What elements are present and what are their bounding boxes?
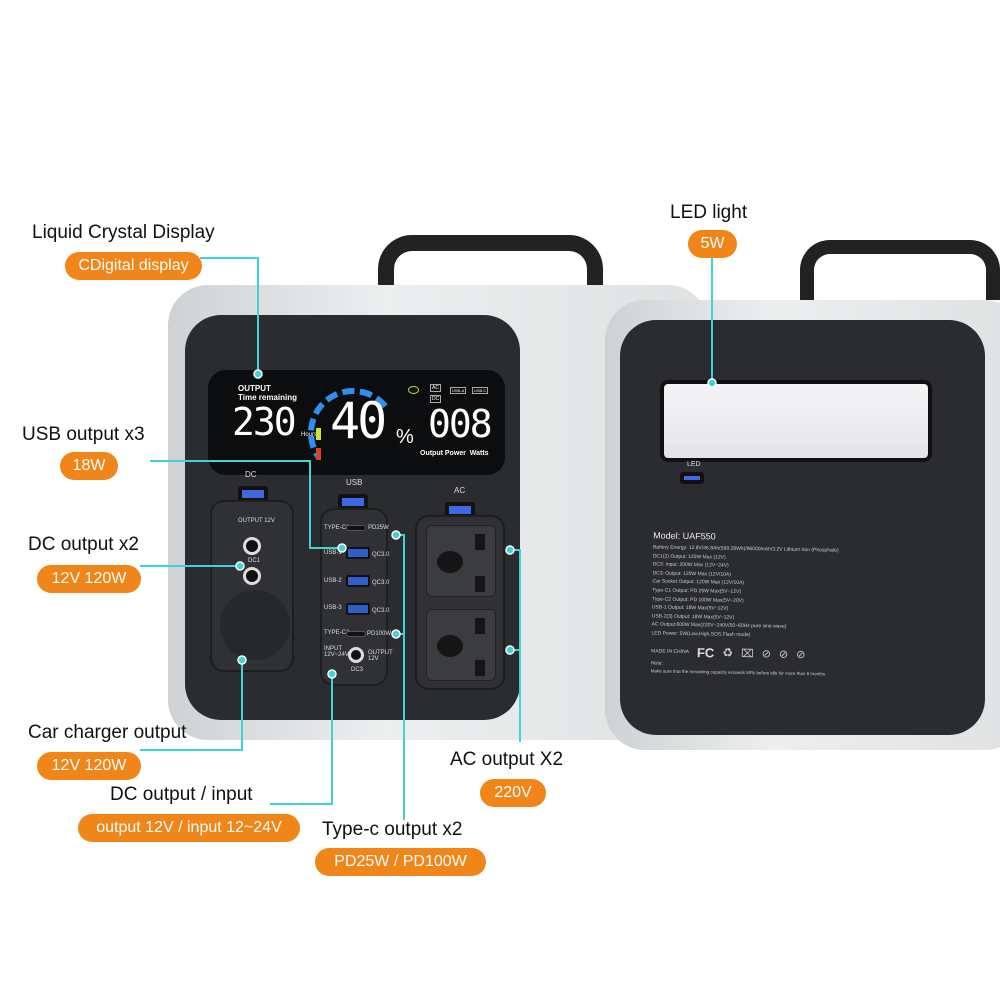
usb-callout-badge: 18W (60, 452, 118, 480)
led-callout-title: LED light (670, 202, 748, 223)
lcd-callout-badge: CDigital display (65, 252, 202, 280)
lcd-output-label: OUTPUT (238, 384, 271, 393)
lcd-leader (200, 257, 259, 374)
usb1-spec: QC3.0 (372, 552, 390, 558)
dc-panel-title: DC (245, 470, 257, 479)
dc-output-label: OUTPUT 12V (238, 518, 275, 524)
dc2-port[interactable] (243, 567, 261, 585)
lcd-indicator-ac: AC (430, 384, 441, 392)
car-callout-badge: 12V 120W (37, 752, 141, 780)
dc3-port[interactable] (348, 647, 364, 663)
lcd-hours-unit: Hours (301, 432, 318, 438)
lcd-callout-title: Liquid Crystal Display (32, 222, 215, 243)
type-c1-spec: PD25W (368, 525, 389, 531)
type-c2-spec: PD100W (367, 631, 392, 637)
lcd-hours-value: 230 (232, 400, 297, 444)
led-light-panel (660, 380, 932, 462)
usb3-spec: QC3.0 (372, 608, 390, 614)
lcd-battery-percent: 40 (330, 392, 387, 450)
type-c2-label: TYPE-C2 (324, 630, 350, 636)
ac-socket-1[interactable] (426, 525, 496, 597)
lcd-power-label: Output Power Watts (420, 450, 489, 457)
led-callout-badge: 5W (688, 230, 737, 258)
led-label: LED (687, 461, 701, 468)
lcd-power-value: 008 (428, 402, 493, 446)
ac-panel (415, 515, 505, 690)
usb2-label: USB-2 (324, 578, 342, 584)
usb-callout-title: USB output x3 (22, 424, 145, 445)
usb-panel: TYPE-C1 PD25W USB-1 QC3.0 USB-2 QC3.0 US… (320, 508, 393, 686)
type-c2-port[interactable] (346, 631, 366, 637)
typec-callout-title: Type-c output x2 (322, 819, 463, 840)
dc-dot (235, 561, 245, 571)
dcio-dot (327, 669, 337, 679)
lcd-indicator-dc: DC (430, 395, 442, 403)
usb-panel-title: USB (346, 478, 363, 487)
led-switch[interactable] (680, 472, 704, 484)
dc-callout-badge: 12V 120W (37, 565, 141, 593)
dcio-callout-title: DC output / input (110, 784, 253, 805)
usb-leader (150, 460, 342, 549)
car-charger-socket[interactable] (220, 590, 290, 660)
typec1-dot (391, 530, 401, 540)
car-leader (140, 660, 243, 751)
ac-panel-title: AC (454, 486, 466, 495)
back-handle (800, 240, 1000, 300)
ac-socket-2[interactable] (426, 609, 496, 681)
lcd-display: OUTPUT Time remaining 230 Hours 40 % AC … (208, 370, 505, 486)
lcd-time-label: Time remaining (238, 393, 297, 402)
ac-callout-badge: 220V (480, 779, 546, 807)
car-callout-title: Car charger output (28, 722, 187, 743)
ac2-dot (505, 645, 515, 655)
usb1-label: USB-1 (324, 550, 342, 556)
dcio-callout-badge: output 12V / input 12~24V (78, 814, 300, 842)
usb3-port[interactable] (346, 603, 370, 615)
lcd-dot (253, 369, 263, 379)
car-dot (237, 655, 247, 665)
type-c1-label: TYPE-C1 (324, 525, 350, 531)
type-c1-port[interactable] (346, 525, 366, 531)
usb2-port[interactable] (346, 575, 370, 587)
lcd-percent-sign: % (396, 426, 414, 448)
ac-callout-title: AC output X2 (450, 749, 564, 770)
led-dot (707, 378, 717, 388)
back-unit: LED Model: UAF550 Battery Energy: 12.8V/… (605, 230, 1000, 760)
typec-callout-badge: PD25W / PD100W (315, 848, 486, 876)
usb1-port[interactable] (346, 547, 370, 559)
eco-indicator-icon (408, 386, 419, 394)
usb-dot (337, 543, 347, 553)
usb3-label: USB-3 (324, 605, 342, 611)
lcd-indicator-usbc: USB-C (472, 387, 489, 394)
dc1-label: DC1 (248, 558, 261, 564)
typec-leader (396, 534, 405, 820)
dc-callout-title: DC output x2 (28, 534, 139, 555)
typec2-dot (391, 629, 401, 639)
dcio-leader (270, 674, 333, 805)
dc1-port[interactable] (243, 537, 261, 555)
dc3-label: DC3 (351, 667, 364, 673)
dc3-output-label: OUTPUT 12V (368, 650, 393, 662)
dc-panel: OUTPUT 12V DC1 (210, 500, 294, 672)
dc3-input-label: INPUT 12V~24V (324, 646, 349, 658)
usb2-spec: QC3.0 (372, 580, 390, 586)
lcd-indicator-usba: USB-A (450, 387, 467, 394)
ac1-dot (505, 545, 515, 555)
